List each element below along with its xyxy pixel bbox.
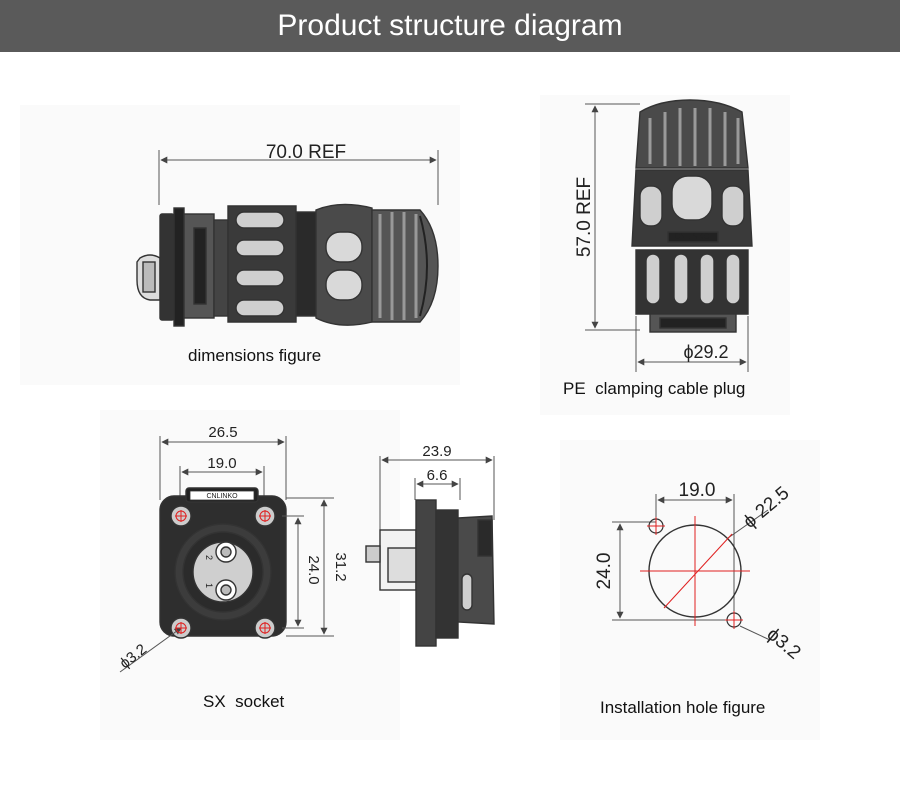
dim-socket-width-inner: 19.0 <box>207 455 236 472</box>
plug-logo: CNLINKO <box>674 232 710 241</box>
socket-side-view <box>365 456 495 647</box>
dim-socket-hole: ϕ3.2 <box>116 641 150 672</box>
caption-install: Installation hole figure <box>600 698 766 717</box>
caption-socket: SX socket <box>203 692 285 711</box>
dim-hole-height: 24.0 <box>594 553 615 590</box>
dim-hole-diameter: ϕ 22.5 <box>739 483 793 533</box>
socket-logo: CNLINKO <box>206 493 238 500</box>
caption-dimensions: dimensions figure <box>188 346 322 365</box>
dim-socket-width-outer: 26.5 <box>208 424 237 441</box>
panel-install <box>560 440 820 740</box>
page-title: Product structure diagram <box>0 0 900 52</box>
dim-side-flange: 6.6 <box>427 467 448 484</box>
socket-hole-markers <box>175 510 271 634</box>
caption-plug: PE clamping cable plug <box>563 379 746 398</box>
dim-length-ref: 70.0 REF <box>266 142 346 163</box>
socket-front-view <box>119 436 334 673</box>
dim-socket-height-outer: 31.2 <box>332 552 349 581</box>
install-centerlines <box>640 516 750 629</box>
pin-1-label: 1 <box>204 583 214 588</box>
plug-front-view <box>585 99 753 372</box>
connector-side-view <box>136 150 439 327</box>
dim-plug-diameter: ϕ29.2 <box>683 342 728 362</box>
dim-socket-height-inner: 24.0 <box>305 555 322 584</box>
dim-hole-width: 19.0 <box>679 480 716 501</box>
dim-height-ref: 57.0 REF <box>574 177 595 257</box>
dim-side-depth: 23.9 <box>422 443 451 460</box>
pin-2-label: 2 <box>204 555 214 560</box>
dim-hole-small: ϕ3.2 <box>763 624 805 664</box>
